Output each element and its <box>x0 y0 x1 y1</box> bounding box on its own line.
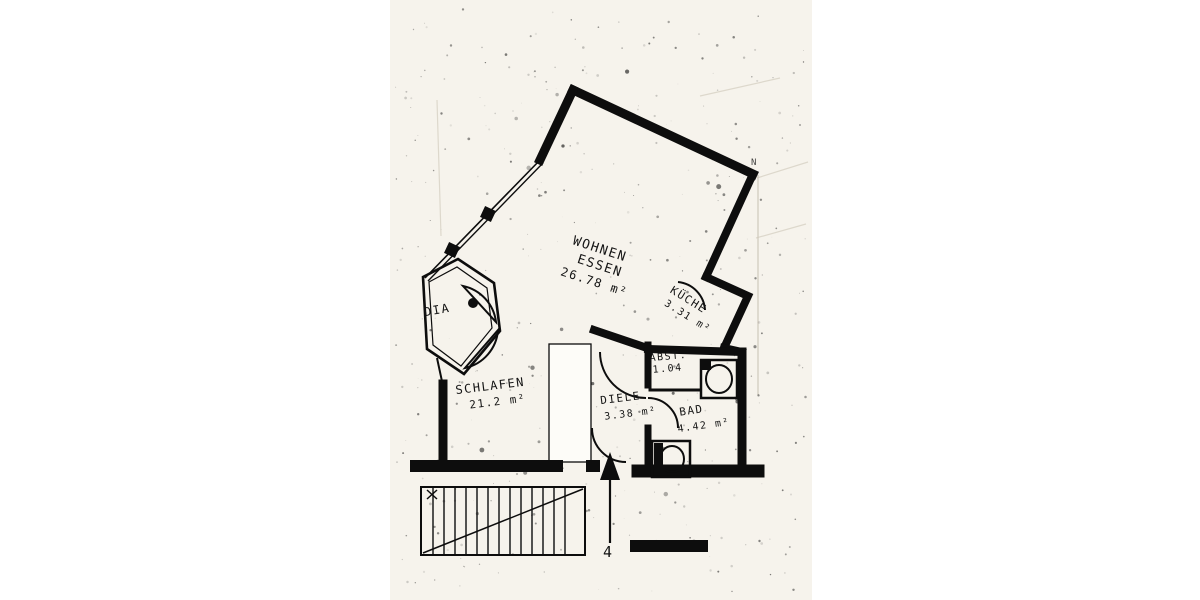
room-label-dia: DIA <box>423 301 451 319</box>
pillar-wall-block <box>548 343 592 463</box>
wohnen-essen-walls <box>534 84 759 357</box>
stair-count-number: 4 <box>603 543 614 561</box>
room-area-abst: 1.04 <box>652 362 683 376</box>
window-post-icon <box>480 206 496 222</box>
room-label-diele: DIELE <box>600 389 642 407</box>
stair-direction-line <box>422 488 584 554</box>
window-band <box>424 159 544 282</box>
north-mark: N <box>751 158 758 168</box>
schlafen-walls <box>410 379 600 472</box>
diele-door-arcs <box>591 351 679 463</box>
dia-label-group: DIA <box>423 301 451 319</box>
diele-label-group: DIELE 3.38 m² <box>600 389 658 422</box>
shower-fixture-icon <box>699 358 739 400</box>
room-label-abst: ABST. <box>649 350 687 364</box>
bay-door-arcs <box>460 284 500 370</box>
paper-creases <box>436 77 809 395</box>
staircase <box>420 486 586 556</box>
stair-start-mark <box>426 489 438 500</box>
door-hinge-mark <box>468 298 478 308</box>
toilet-fixture-icon <box>650 439 692 479</box>
window-post-icon <box>444 242 460 258</box>
abst-label-group: ABST. 1.04 <box>649 350 687 376</box>
direction-arrow-icon <box>600 452 620 543</box>
room-label-bad: BAD <box>678 402 704 418</box>
kitchen-door-arc <box>677 281 706 311</box>
